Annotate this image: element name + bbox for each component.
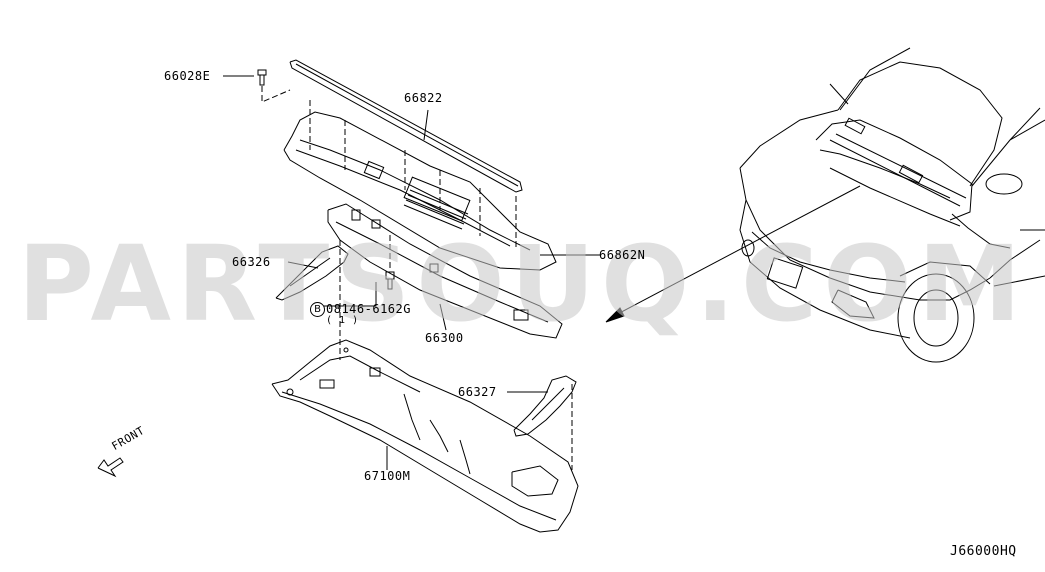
label-66862n[interactable]: 66862N (599, 248, 646, 262)
watermark-text: PARTSOUQ.COM (17, 223, 1028, 345)
label-66326[interactable]: 66326 (232, 255, 271, 269)
clip-66028e (223, 69, 291, 103)
bracket-66327 (507, 375, 577, 470)
label-66822[interactable]: 66822 (404, 91, 443, 105)
label-67100m[interactable]: 67100M (364, 469, 411, 483)
bolt-08146 (324, 232, 395, 307)
label-08146-qty: ( 1 ) (326, 315, 359, 326)
reference-arrow (605, 185, 861, 323)
label-66028e[interactable]: 66028E (164, 69, 211, 83)
diagram-code: J66000HQ (950, 544, 1017, 559)
label-66327[interactable]: 66327 (458, 385, 497, 399)
cowl-top-cover (283, 100, 600, 271)
front-arrow-icon (97, 457, 124, 478)
bracket-66326 (275, 240, 349, 360)
bolt-prefix-icon: B (310, 302, 325, 317)
seal-66822 (289, 59, 523, 193)
vehicle-front-view (739, 47, 1045, 363)
label-08146-6162g[interactable]: 08146-6162G (326, 302, 411, 316)
dash-panel-67100m (271, 339, 579, 533)
label-66300[interactable]: 66300 (425, 331, 464, 345)
cowl-extension-66300 (327, 203, 563, 339)
